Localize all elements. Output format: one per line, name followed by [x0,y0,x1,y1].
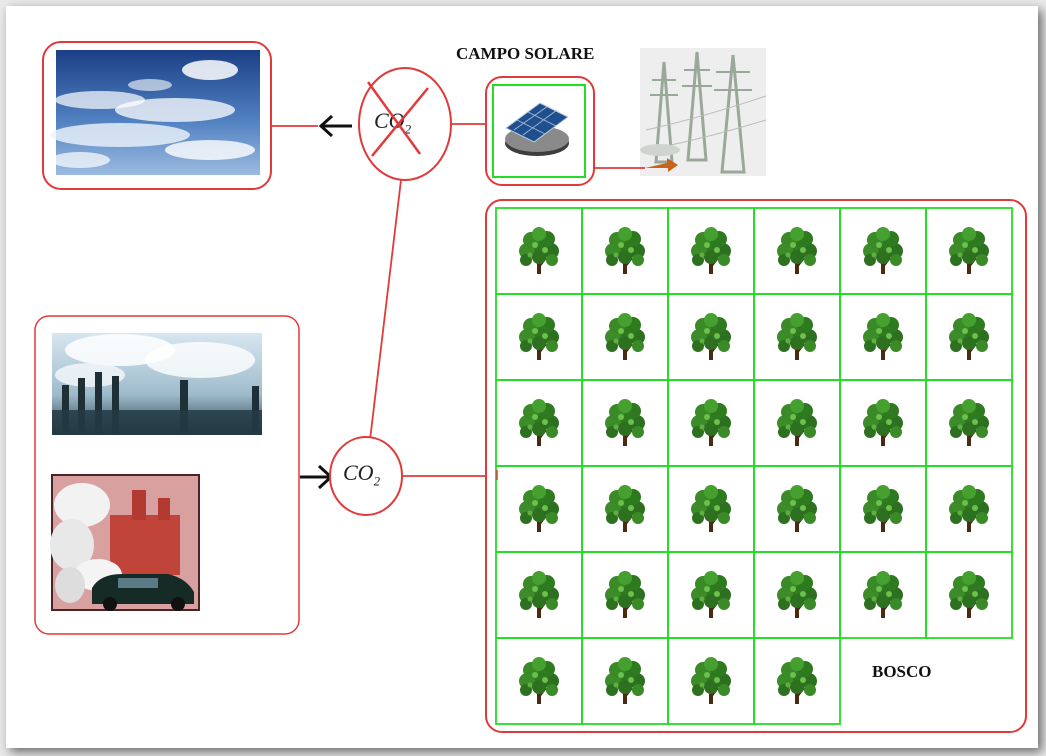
solar-panel-icon [505,102,569,156]
link-lines [271,123,645,480]
transmission-arrow-icon [645,158,678,172]
emissions-box [34,315,300,635]
sky-clouds-image [50,50,260,175]
solar-field-label: CAMPO SOLARE [456,44,595,63]
pollution-car-image [50,474,200,611]
sky-box [42,41,272,190]
left-arrow-icon [318,114,352,138]
forest-grid-cell [925,551,1013,639]
forest-box [485,199,1027,733]
co2-crossed-label: CO2 [374,108,412,137]
forest-label: BOSCO [872,662,932,681]
right-arrow-icon [300,464,334,490]
co2-circle [329,436,403,516]
factory-chimneys-image [52,333,262,435]
power-pylons-image [640,48,767,176]
solar-field-box [485,76,595,186]
forest-grid-cell [753,637,841,725]
co2-label: CO2 [343,460,381,489]
